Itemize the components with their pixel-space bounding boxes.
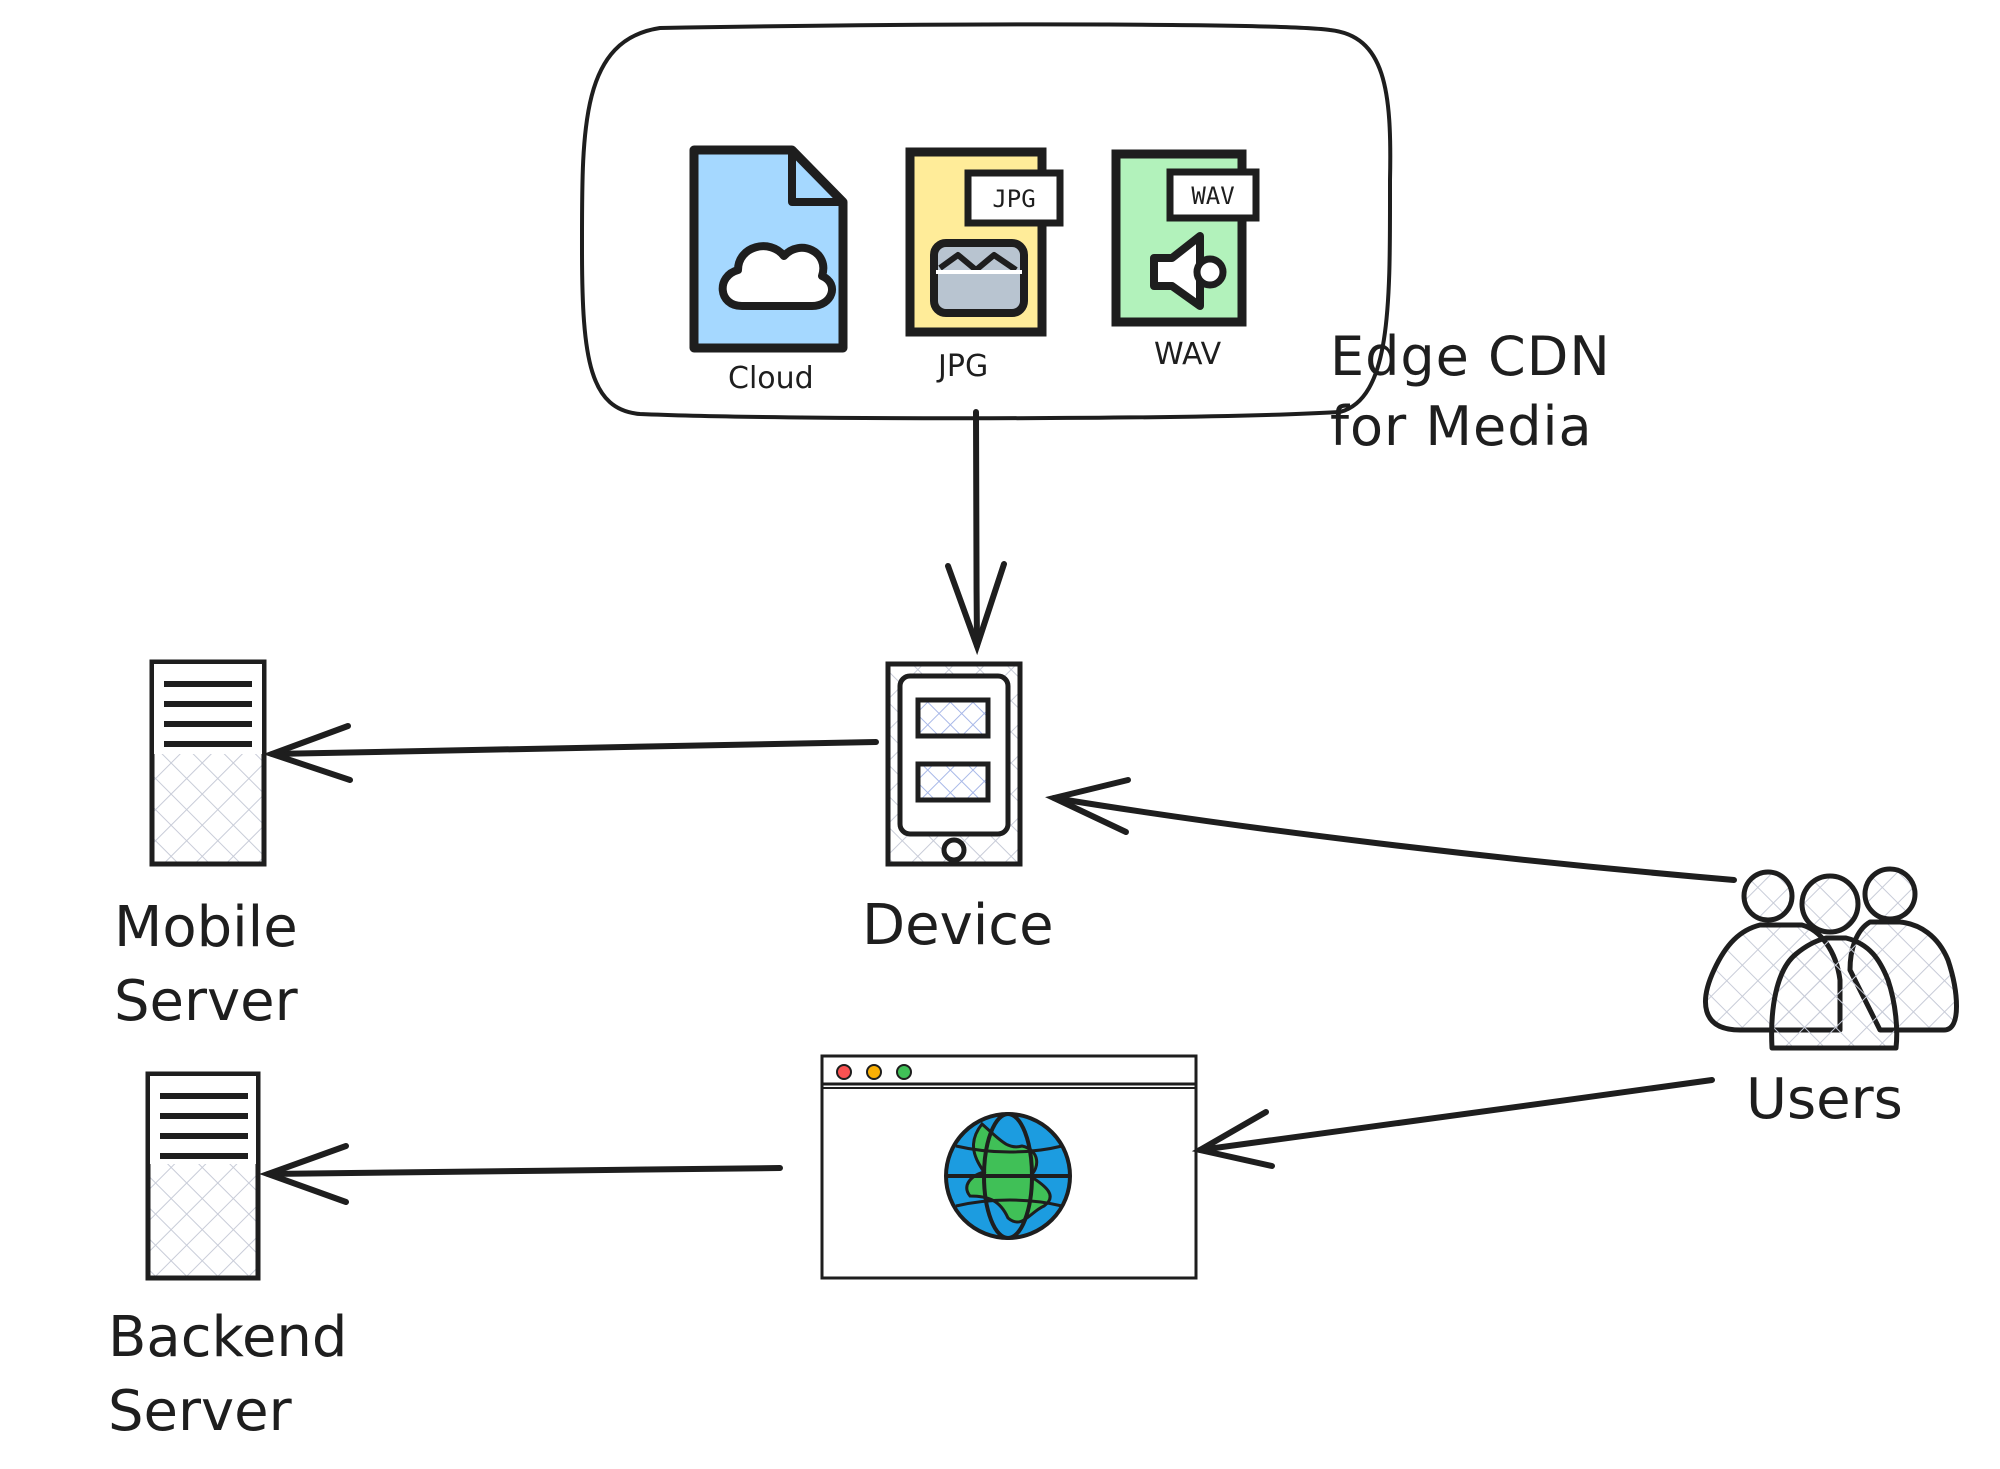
arrow-device-to-mobile-server (262, 723, 879, 783)
arrow-users-to-browser (1191, 1077, 1715, 1169)
browser-globe-icon (820, 1054, 1198, 1280)
backend-server-icon (145, 1071, 261, 1281)
arrow-cdn-to-device (945, 409, 1007, 656)
mobile-server-icon (149, 659, 267, 867)
cdn-container (579, 22, 1393, 421)
cloud-file-icon (689, 145, 848, 353)
jpg-file-label: JPG (938, 349, 989, 384)
cdn-title-line1: Edge CDN (1330, 325, 1611, 388)
device-label: Device (862, 893, 1054, 958)
cdn-title-line2: for Media (1330, 395, 1593, 458)
arrow-users-to-device (1045, 777, 1737, 883)
users-icon (1703, 866, 1959, 1051)
mobile-server-label-line1: Mobile (114, 895, 298, 960)
backend-server-label-line2: Server (108, 1379, 292, 1444)
backend-server-label-line1: Backend (108, 1305, 348, 1370)
wav-file-icon: WAV (1111, 149, 1260, 327)
jpg-badge-text: JPG (992, 185, 1035, 213)
arrow-browser-to-backend-server (259, 1143, 783, 1205)
jpg-file-icon: JPG (905, 147, 1064, 337)
wav-file-label: WAV (1154, 337, 1222, 372)
phone-icon (885, 661, 1023, 867)
wav-badge-text: WAV (1191, 182, 1234, 210)
mobile-server-label-line2: Server (114, 969, 298, 1034)
users-label: Users (1746, 1067, 1903, 1132)
cloud-file-label: Cloud (728, 361, 814, 396)
